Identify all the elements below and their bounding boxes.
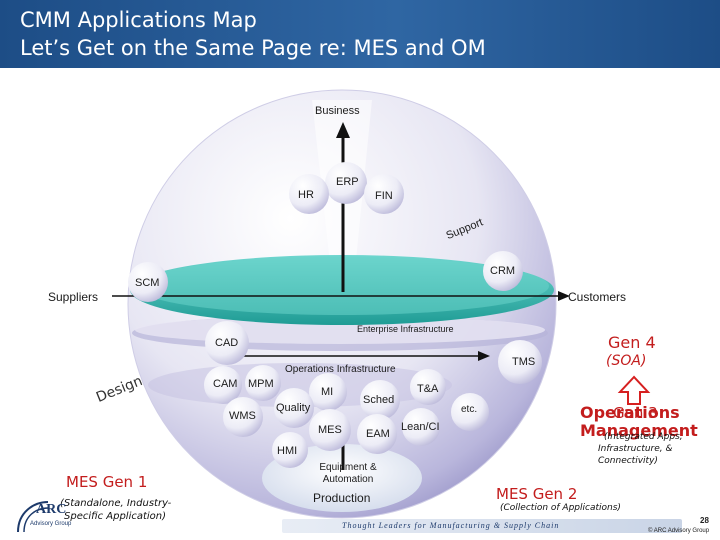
wms-label: WMS — [229, 410, 256, 422]
gen1-sub-line1: (Standalone, Industry- — [60, 498, 172, 509]
erp-bubble — [325, 162, 367, 204]
cad-bubble — [205, 321, 249, 365]
arc-logo-icon — [17, 501, 49, 533]
cam-label: CAM — [213, 378, 238, 390]
crm-label: CRM — [490, 265, 516, 277]
crm-bubble — [483, 251, 523, 291]
gen3-sub-line1: (Integrated Apps, — [604, 432, 683, 442]
gen3-title: Gen 3 — [613, 404, 658, 422]
gen3-sub-line3: Connectivity) — [598, 456, 658, 466]
scm-bubble — [128, 262, 168, 302]
ta-label: T&A — [417, 383, 439, 395]
fin-label: FIN — [375, 190, 393, 202]
customers-label: Customers — [568, 290, 627, 304]
etc-label: etc. — [461, 404, 478, 415]
gen4-title: Gen 4 — [608, 333, 656, 352]
lean-bubble — [402, 408, 440, 446]
hr-label: HR — [298, 189, 314, 201]
suppliers-label: Suppliers — [48, 290, 99, 304]
tms-label: TMS — [512, 356, 536, 368]
equipment-automation-label: Equipment & Automation — [319, 462, 377, 485]
title-line-2: Let’s Get on the Same Page re: MES and O… — [20, 36, 486, 60]
mpm-bubble — [245, 365, 281, 401]
sched-label: Sched — [363, 394, 395, 406]
tms-bubble — [498, 340, 542, 384]
gen1-title: MES Gen 1 — [66, 473, 148, 491]
mes-label: MES — [318, 424, 342, 436]
logo-subtext: Advisory Group — [30, 521, 72, 527]
etc-bubble — [451, 393, 489, 431]
logo-text: ARC — [36, 502, 67, 517]
copyright: © ARC Advisory Group — [648, 528, 710, 534]
mi-label: MI — [321, 386, 334, 398]
gen4-subtitle: (SOA) — [606, 353, 647, 369]
mpm-label: MPM — [248, 378, 274, 390]
title-banner: CMM Applications Map Let’s Get on the Sa… — [0, 0, 720, 68]
gen3-sub-line2: Infrastructure, & — [598, 444, 673, 454]
fin-bubble — [364, 174, 404, 214]
hr-bubble — [289, 174, 329, 214]
mes-bubble — [309, 409, 351, 451]
hmi-bubble — [272, 432, 308, 468]
gen2-subtitle: (Collection of Applications) — [500, 503, 621, 513]
quality-label: Quality — [276, 402, 311, 414]
ta-bubble — [410, 369, 446, 405]
enterprise-infrastructure-label: Enterprise Infrastructure — [357, 324, 454, 334]
eam-label: EAM — [366, 428, 390, 440]
eam-bubble — [357, 414, 397, 454]
mi-bubble — [309, 373, 347, 411]
footer-tagline: Thought Leaders for Manufacturing & Supp… — [282, 519, 682, 533]
hmi-label: HMI — [277, 445, 298, 457]
wms-bubble — [223, 397, 263, 437]
cam-bubble — [204, 366, 242, 404]
business-label: Business — [315, 105, 360, 117]
gen2-title: MES Gen 2 — [496, 485, 578, 503]
page-number: 28 — [700, 516, 709, 525]
sched-bubble — [360, 380, 400, 420]
production-label: Production — [313, 491, 371, 505]
cad-label: CAD — [215, 337, 239, 349]
scm-label: SCM — [135, 277, 160, 289]
operations-infrastructure-label: Operations Infrastructure — [285, 364, 396, 375]
title-line-1: CMM Applications Map — [20, 8, 257, 32]
operations-management-label: Operations Management — [580, 403, 698, 440]
lean-ci-label: Lean/CI — [401, 421, 440, 433]
erp-label: ERP — [336, 176, 359, 188]
gen1-sub-line2: Specific Application) — [64, 511, 167, 522]
gen4-arrow — [617, 375, 651, 405]
quality-bubble — [274, 388, 314, 428]
